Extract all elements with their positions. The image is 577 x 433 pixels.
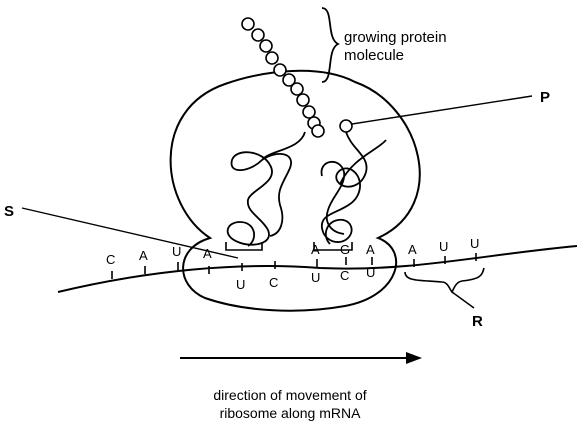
base-left-1: C: [106, 252, 115, 267]
base-site-b-top-2: G: [340, 242, 350, 257]
leader-line-r: [451, 291, 475, 309]
direction-arrowhead: [406, 352, 422, 364]
label-growing-protein-2: molecule: [344, 47, 404, 64]
protein-brace: [321, 7, 341, 83]
codon-brace: [404, 267, 485, 294]
anticodon-bracket-left: [225, 242, 263, 251]
direction-caption: direction of movement of ribosome along …: [150, 386, 430, 422]
base-site-b-top-1: A: [311, 242, 320, 257]
incoming-amino-acid: [339, 119, 353, 133]
amino-acid-bead: [259, 39, 273, 53]
caption-line-2: ribosome along mRNA: [219, 405, 361, 421]
label-growing-protein-1: growing protein: [344, 29, 447, 46]
base-site-a-3: C: [269, 275, 278, 290]
trna-left: [226, 131, 306, 247]
label-s: S: [4, 203, 14, 220]
base-site-b-bottom-3: U: [366, 265, 375, 280]
base-site-a-1: A: [203, 246, 212, 261]
base-site-b-top-3: A: [366, 242, 375, 257]
amino-acid-bead: [290, 82, 304, 96]
caption-line-1: direction of movement of: [213, 387, 367, 403]
amino-acid-bead: [251, 28, 265, 42]
leader-line-p: [351, 95, 533, 125]
base-right-2: U: [439, 239, 448, 254]
amino-acid-bead: [296, 93, 310, 107]
base-left-2: A: [139, 248, 148, 263]
growing-protein-chain: [241, 17, 353, 138]
amino-acid-bead: [311, 124, 325, 138]
leader-line-s: [21, 207, 239, 259]
label-p: P: [540, 89, 550, 106]
base-left-3: U: [172, 244, 181, 259]
base-site-b-bottom-2: C: [340, 268, 349, 283]
base-site-a-2: U: [236, 277, 245, 292]
base-right-1: A: [408, 242, 417, 257]
base-site-b-bottom-1: U: [311, 270, 320, 285]
base-ticks: [111, 253, 477, 279]
amino-acid-bead: [273, 63, 287, 77]
trna-right: [320, 131, 387, 245]
amino-acid-bead: [282, 73, 296, 87]
anticodon-bracket-right: [313, 242, 353, 251]
mrna-strand: [57, 245, 577, 293]
base-right-3: U: [470, 236, 479, 251]
amino-acid-bead: [302, 105, 316, 119]
amino-acid-bead: [265, 51, 279, 65]
label-r: R: [472, 313, 483, 330]
amino-acid-bead: [241, 17, 255, 31]
ribosome-outline: [169, 69, 421, 312]
